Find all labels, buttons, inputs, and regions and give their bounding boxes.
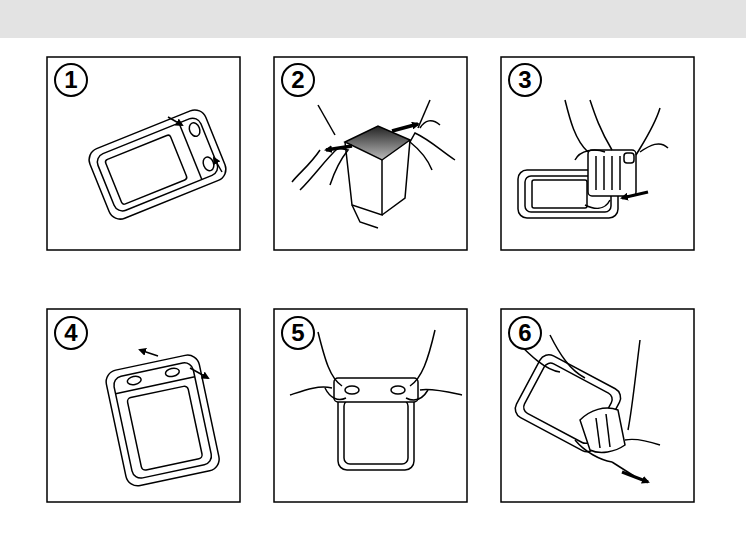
step-number-circle: 6 [508,316,542,350]
step-number-circle: 2 [281,63,315,97]
pouch-step-1 [86,106,230,222]
step-number-circle: 4 [54,316,88,350]
pouch-step-4 [104,350,221,488]
step-number-circle: 1 [54,63,88,97]
panel-frames [47,57,694,502]
step-number: 2 [291,68,304,92]
step-number: 1 [64,68,77,92]
step-number: 6 [518,321,531,345]
step-number-circle: 5 [281,316,315,350]
pouch-step-2 [292,100,455,228]
pouch-step-6 [512,335,660,482]
step-number-circle: 3 [508,63,542,97]
step-number: 3 [518,68,531,92]
pouch-step-3 [518,100,668,218]
step-number: 4 [64,321,77,345]
pouch-step-5 [290,330,462,470]
header-band [0,0,746,38]
step-number: 5 [291,321,304,345]
